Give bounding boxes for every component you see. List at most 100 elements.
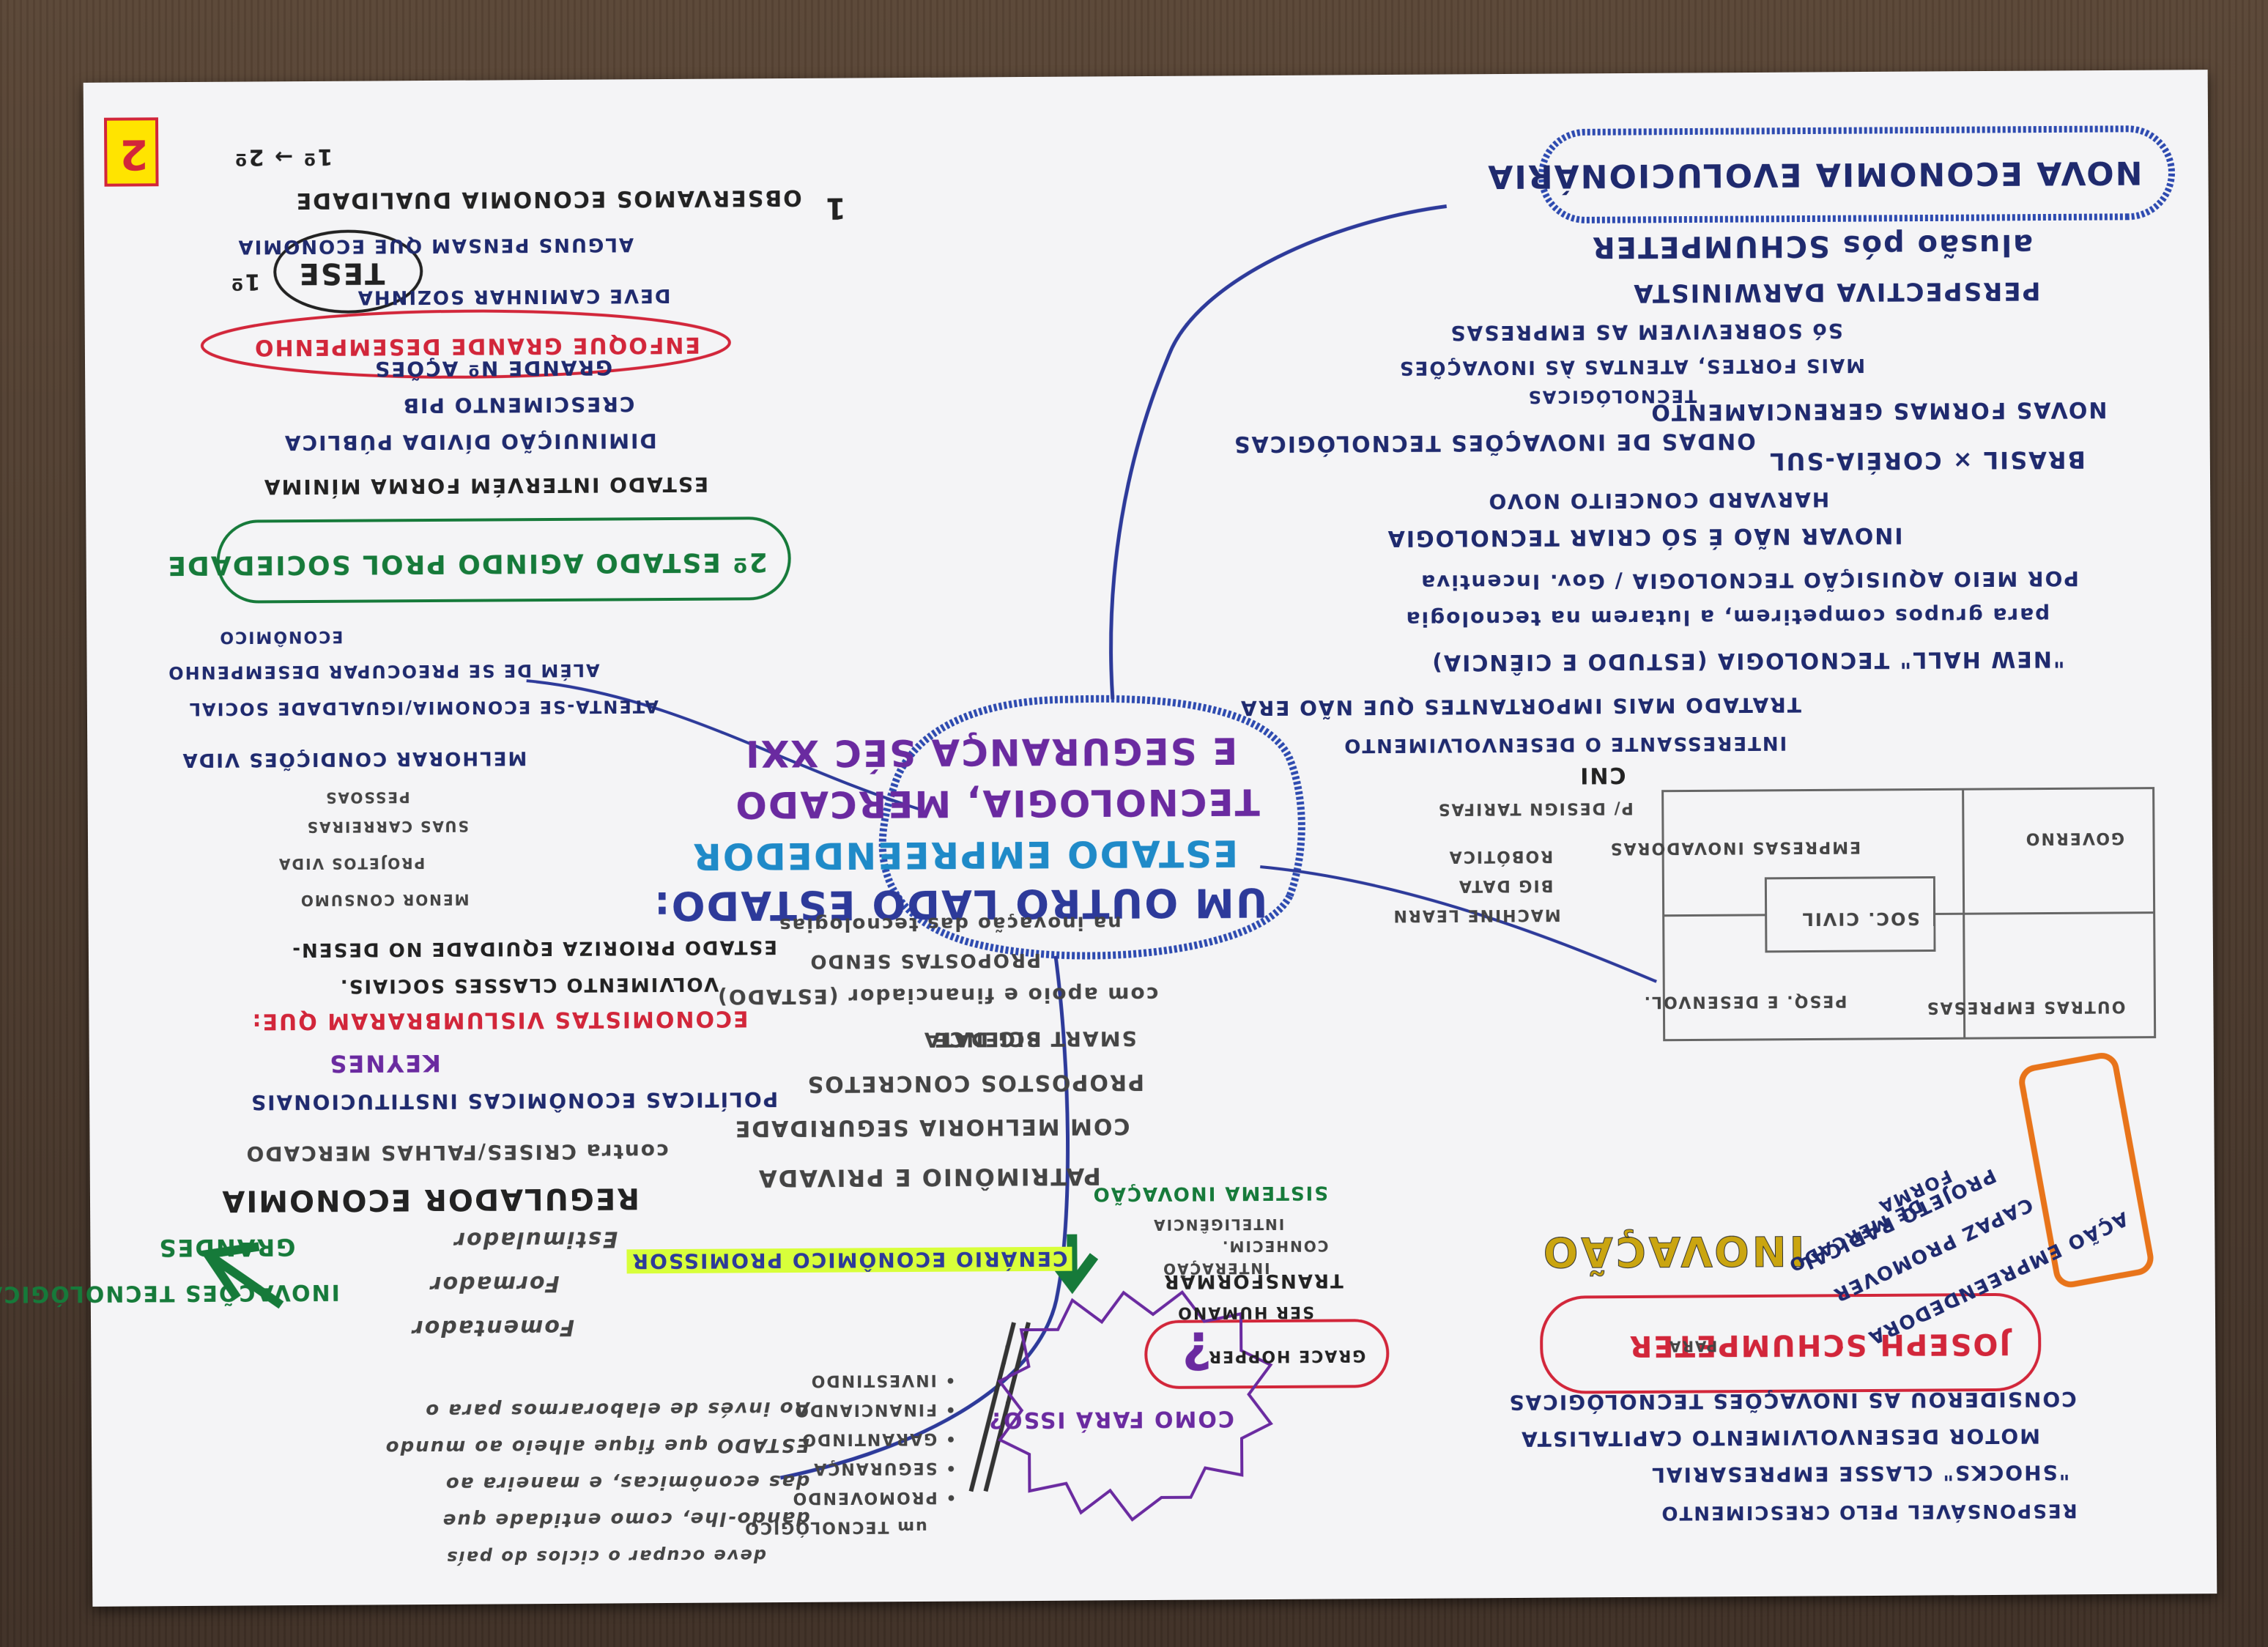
tese-oval (273, 229, 423, 314)
observamos: OBSERVAMOS ECONOMIA DUALIDADE (294, 184, 802, 214)
alguns: ALGUNS PENSAM QUE ECONOMIA (237, 233, 634, 258)
sistema: SISTEMA INOVAÇÃO (1092, 1181, 1329, 1205)
harvard: HARVARD CONCEITO NOVO (1487, 487, 1830, 514)
promovendo: • PROMOVENDO (791, 1487, 957, 1508)
gerenciamento: NOVAS FORMAS GERENCIAMENTO (1650, 396, 2108, 425)
cni: CNI (1579, 762, 1626, 788)
center-line3: TECNOLOGIA, MERCADO (734, 780, 1260, 826)
shock: "SHOCKS" CLASSE EMPRESARIAL (1650, 1460, 2070, 1487)
apoio: com apoio e financiador (ESTADO) (716, 982, 1159, 1010)
order: 1º → 2º (233, 143, 333, 170)
formador: Formador (429, 1270, 560, 1298)
question-icon: ? (1180, 1320, 1212, 1380)
tratado: TRATADO MAIS IMPORTANTES QUE NÃO ERA (1239, 692, 1802, 721)
garantindo: • GARANTINDO (801, 1429, 957, 1448)
titulo: Ao invés de elaborarmos para o (424, 1396, 809, 1422)
paper-sheet: UM OUTRO LADO ESTADO: ESTADO EMPREENDEDO… (0, 70, 2217, 1607)
diagram-civil: SOC. CIVIL (1801, 908, 1920, 930)
grandes: GRANDES (158, 1233, 296, 1262)
desenvolvimento: INTERESSANTE O DESENVOLVIMENTO (1343, 731, 1787, 757)
ciclos: deve ocupar o ciclos do país (445, 1545, 767, 1568)
responsavel: RESPONSÁVEL PELO CRESCIMENTO (1660, 1499, 2078, 1524)
bigdata-side: BIG DATA (1457, 876, 1554, 895)
tese: TESE (297, 256, 385, 291)
para: PARA (1667, 1337, 1718, 1355)
financiando: • FINANCIANDO (793, 1399, 956, 1419)
keynes: KEYNES (328, 1048, 441, 1078)
volvimento: VOLVIMENTO CLASSES SOCIAIS. (338, 972, 719, 997)
acoes: GRANDE Nº AÇÕES (373, 355, 613, 382)
ser-humano: SER HUMANO (1176, 1302, 1315, 1322)
inovar: INOVAR NÃO É SÓ CRIAR TECNOLOGIA (1386, 522, 1903, 552)
investindo: • INVESTINDO (809, 1370, 956, 1390)
tese-num: 1º (229, 268, 261, 295)
propostas: PROPOSTAS SENDO (809, 948, 1042, 972)
inovacoes: INOVAÇÕES TECNOLÓGICAS (0, 1278, 340, 1307)
mind-map-upside-down: UM OUTRO LADO ESTADO: ESTADO EMPREENDEDO… (0, 70, 2217, 1607)
grupos: para grupos competirem, a lutarem na tec… (1404, 603, 2050, 632)
melhoria: COM MELHORIA SEGURIDADE (733, 1113, 1130, 1141)
inovacao-title: INOVAÇÃO (1540, 1226, 1805, 1276)
menor-consumo: MENOR CONSUMO (299, 890, 470, 910)
economico: ECONÔMICO (218, 626, 344, 646)
box-acao (2019, 1053, 2154, 1288)
enfoque-oval (200, 309, 731, 379)
patrimonio: PATRIMÔNIO E PRIVADA (757, 1162, 1101, 1193)
regulador: REGULADOR ECONOMIA (220, 1181, 640, 1218)
diagram-pesq: PESQ. E DESENVOL. (1642, 991, 1848, 1011)
starburst-icon (997, 1289, 1273, 1522)
machine-learn: MACHINE LEARN (1392, 905, 1561, 925)
projetos-vida: PROJETOS VIDA (277, 854, 426, 873)
diagram-center (1764, 876, 1936, 953)
estimulador: Estimulador (453, 1226, 618, 1253)
seguranca: • SEGURANÇA (812, 1458, 957, 1478)
melhorar: MELHORAR CONDIÇÕES VIDA (181, 747, 527, 771)
economistas: ECONOMISTAS VISLUMBRARAM QUE: (251, 1005, 749, 1035)
sobrevivem: Só SOBREVIVEM AS EMPRESAS (1449, 319, 1843, 346)
pessoas: PESSOAS (324, 788, 410, 807)
atenta: ATENTA-SE ECONOMIA/IGUALDADE SOCIAL (188, 696, 659, 720)
pib: CRESCIMENTO PIB (401, 392, 635, 418)
cenario: CENÁRIO ECONÔMICO PROMISSOR (626, 1246, 1072, 1274)
schumpeter-allusion: alusão pós SCHUMPETER (1590, 227, 2034, 264)
mais-fortes: MAIS FORTES, ATENTAS ÀS INOVAÇÕES (1398, 354, 1866, 379)
desafio: dando-lhe, como entidade que (441, 1506, 810, 1531)
branch-lines (103, 117, 2175, 1522)
interacao: INTERAÇÃO (1161, 1259, 1270, 1278)
smart: SMART SCIENCE (933, 1026, 1137, 1052)
page-number-box (103, 117, 159, 187)
num1: 1 (823, 190, 846, 225)
politicas: POLÍTICAS ECONÔMICAS INSTITUCIONAIS (249, 1087, 779, 1115)
center-line2: ESTADO EMPREENDEDOR (692, 832, 1239, 878)
diagram-emp: EMPRESAS INOVADORAS (1609, 837, 1861, 858)
aquisicao: POR MEIO AQUISIÇÃO TECNOLOGIA / Gov. Inc… (1420, 566, 2079, 595)
estado: ESTADO que fique alheio ao mundo (384, 1433, 810, 1459)
diminuicao: DIMINUIÇÃO DÍVIDA PÚBLICA (283, 429, 657, 456)
crises: contra CRISES/FALHAS MERCADO (245, 1139, 669, 1166)
deve: DEVE CAMINHAR SOZINHA (356, 284, 671, 308)
nova-economia-title: NOVA ECONOMIA EVOLUCIONÁRIA (1486, 153, 2143, 196)
pill-joseph (1540, 1292, 2042, 1394)
diagram-outras: OUTRAS EMPRESAS (1925, 996, 2126, 1017)
agindo: 2º ESTADO AGINDO PROL SOCIEDADE (166, 547, 768, 581)
intelig: INTELIGÊNCIA (1152, 1215, 1285, 1234)
brasil-coreia: BRASIL × CORÉIA-SUL (1768, 445, 2086, 475)
propostos: PROPOSTOS CONCRETOS (806, 1069, 1145, 1097)
suas-carreiras: SUAS CARREIRAS (305, 817, 469, 837)
nouvelle: "NEW HALL" TECNOLOGIA (ESTUDO E CIÊNCIA) (1431, 645, 2065, 676)
design-tarifas: P/ DESIGN TARIFAS (1437, 798, 1634, 818)
pill-grace (1144, 1319, 1390, 1389)
como-fara: COMO FARÁ ISSO? (987, 1405, 1234, 1433)
center-outline (878, 695, 1305, 960)
fomentador: Fomentador (410, 1314, 575, 1341)
page-number: 2 (118, 130, 149, 178)
diagram-gov: GOVERNO (2024, 828, 2125, 848)
robotica: ROBÓTICA (1448, 846, 1554, 866)
tecnologias: na inovação das tecnologias (778, 911, 1122, 936)
green-arrow-left-icon (200, 1242, 284, 1309)
alem: ALÉM DE SE PREOCUPAR DESEMPENHO (167, 659, 600, 684)
branch-right (1260, 865, 1657, 983)
grace: GRACE HOPPER (1207, 1346, 1366, 1366)
motor: MOTOR DESENVOLVIMENTO CAPITALISTA (1520, 1424, 2041, 1451)
